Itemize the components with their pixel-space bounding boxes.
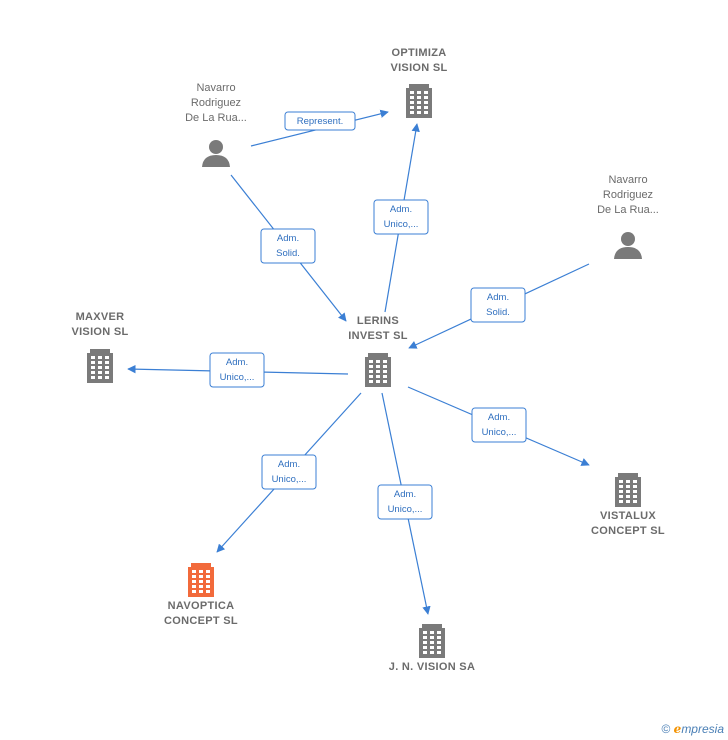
- edge-label-text: Adm.: [487, 292, 509, 303]
- edge-label-box[interactable]: [373, 199, 429, 235]
- edge-navarro2-to-lerins: Adm. Solid.: [408, 263, 590, 349]
- edge-lerins-to-optimiza: Adm. Unico,...: [373, 123, 429, 313]
- building-icon: [615, 473, 641, 507]
- node-label: LERINS: [357, 315, 399, 327]
- brand-initial: e: [673, 722, 682, 736]
- edge-label-text: Adm.: [394, 489, 416, 500]
- node-label: VISTALUX: [600, 510, 656, 522]
- edge-label-text: Adm.: [390, 204, 412, 215]
- edge-label-box[interactable]: [284, 111, 356, 131]
- edge-lerins-to-maxver: Adm. Unico,...: [127, 352, 349, 388]
- brand-name: mpresia: [681, 722, 724, 736]
- node-lerins[interactable]: LERINS INVEST SL: [348, 315, 408, 387]
- building-icon: [188, 563, 214, 597]
- edge-label-box[interactable]: [260, 228, 316, 264]
- building-icon: [419, 624, 445, 658]
- node-label: NAVOPTICA: [168, 600, 235, 612]
- edge-label-text: Solid.: [276, 248, 300, 259]
- edge-label-text: Unico,...: [384, 219, 419, 230]
- node-maxver[interactable]: MAXVER VISION SL: [71, 311, 128, 383]
- node-label: INVEST SL: [348, 330, 408, 342]
- node-vistalux[interactable]: VISTALUX CONCEPT SL: [591, 473, 665, 537]
- person-icon: [202, 140, 230, 167]
- edge-lerins-to-jnvision: Adm. Unico,...: [377, 392, 433, 615]
- person-icon: [614, 232, 642, 259]
- node-jnvision[interactable]: J. N. VISION SA: [389, 624, 475, 673]
- node-label: De La Rua...: [185, 112, 247, 124]
- edge-label-text: Adm.: [226, 357, 248, 368]
- node-optimiza[interactable]: OPTIMIZA VISION SL: [390, 47, 447, 118]
- edge-label-text: Represent.: [297, 116, 343, 127]
- edge-label-box[interactable]: [377, 484, 433, 520]
- edge-label-text: Unico,...: [272, 474, 307, 485]
- empresia-watermark: © empresia: [661, 722, 724, 736]
- edge-label-box[interactable]: [209, 352, 265, 388]
- copyright-symbol: ©: [661, 722, 671, 736]
- edge-label-box[interactable]: [261, 454, 317, 490]
- edge-lerins-to-navoptica: Adm. Unico,...: [216, 392, 362, 553]
- building-icon: [365, 353, 391, 387]
- edge-label-box[interactable]: [470, 287, 526, 323]
- edge-label-text: Adm.: [277, 233, 299, 244]
- edge-navarro1-to-optimiza: Represent.: [250, 109, 389, 147]
- node-navoptica[interactable]: NAVOPTICA CONCEPT SL: [164, 563, 238, 627]
- node-label: MAXVER: [76, 311, 125, 323]
- node-label: Rodriguez: [603, 189, 653, 201]
- edge-label-text: Unico,...: [388, 504, 423, 515]
- node-label: J. N. VISION SA: [389, 661, 475, 673]
- building-icon: [87, 349, 113, 383]
- node-label: Navarro: [608, 174, 647, 186]
- edge-navarro1-to-lerins: Adm. Solid.: [230, 174, 347, 322]
- edge-lerins-to-vistalux: Adm. Unico,...: [407, 386, 590, 466]
- node-label: De La Rua...: [597, 204, 659, 216]
- node-label: Rodriguez: [191, 97, 241, 109]
- node-label: CONCEPT SL: [164, 615, 238, 627]
- node-label: VISION SL: [71, 326, 128, 338]
- node-label: OPTIMIZA: [392, 47, 447, 59]
- node-label: CONCEPT SL: [591, 525, 665, 537]
- building-icon: [406, 84, 432, 118]
- edge-label-text: Adm.: [278, 459, 300, 470]
- edge-label-box[interactable]: [471, 407, 527, 443]
- edge-label-text: Unico,...: [482, 427, 517, 438]
- edge-label-text: Adm.: [488, 412, 510, 423]
- edge-label-text: Unico,...: [220, 372, 255, 383]
- node-label: Navarro: [196, 82, 235, 94]
- edge-label-text: Solid.: [486, 307, 510, 318]
- node-label: VISION SL: [390, 62, 447, 74]
